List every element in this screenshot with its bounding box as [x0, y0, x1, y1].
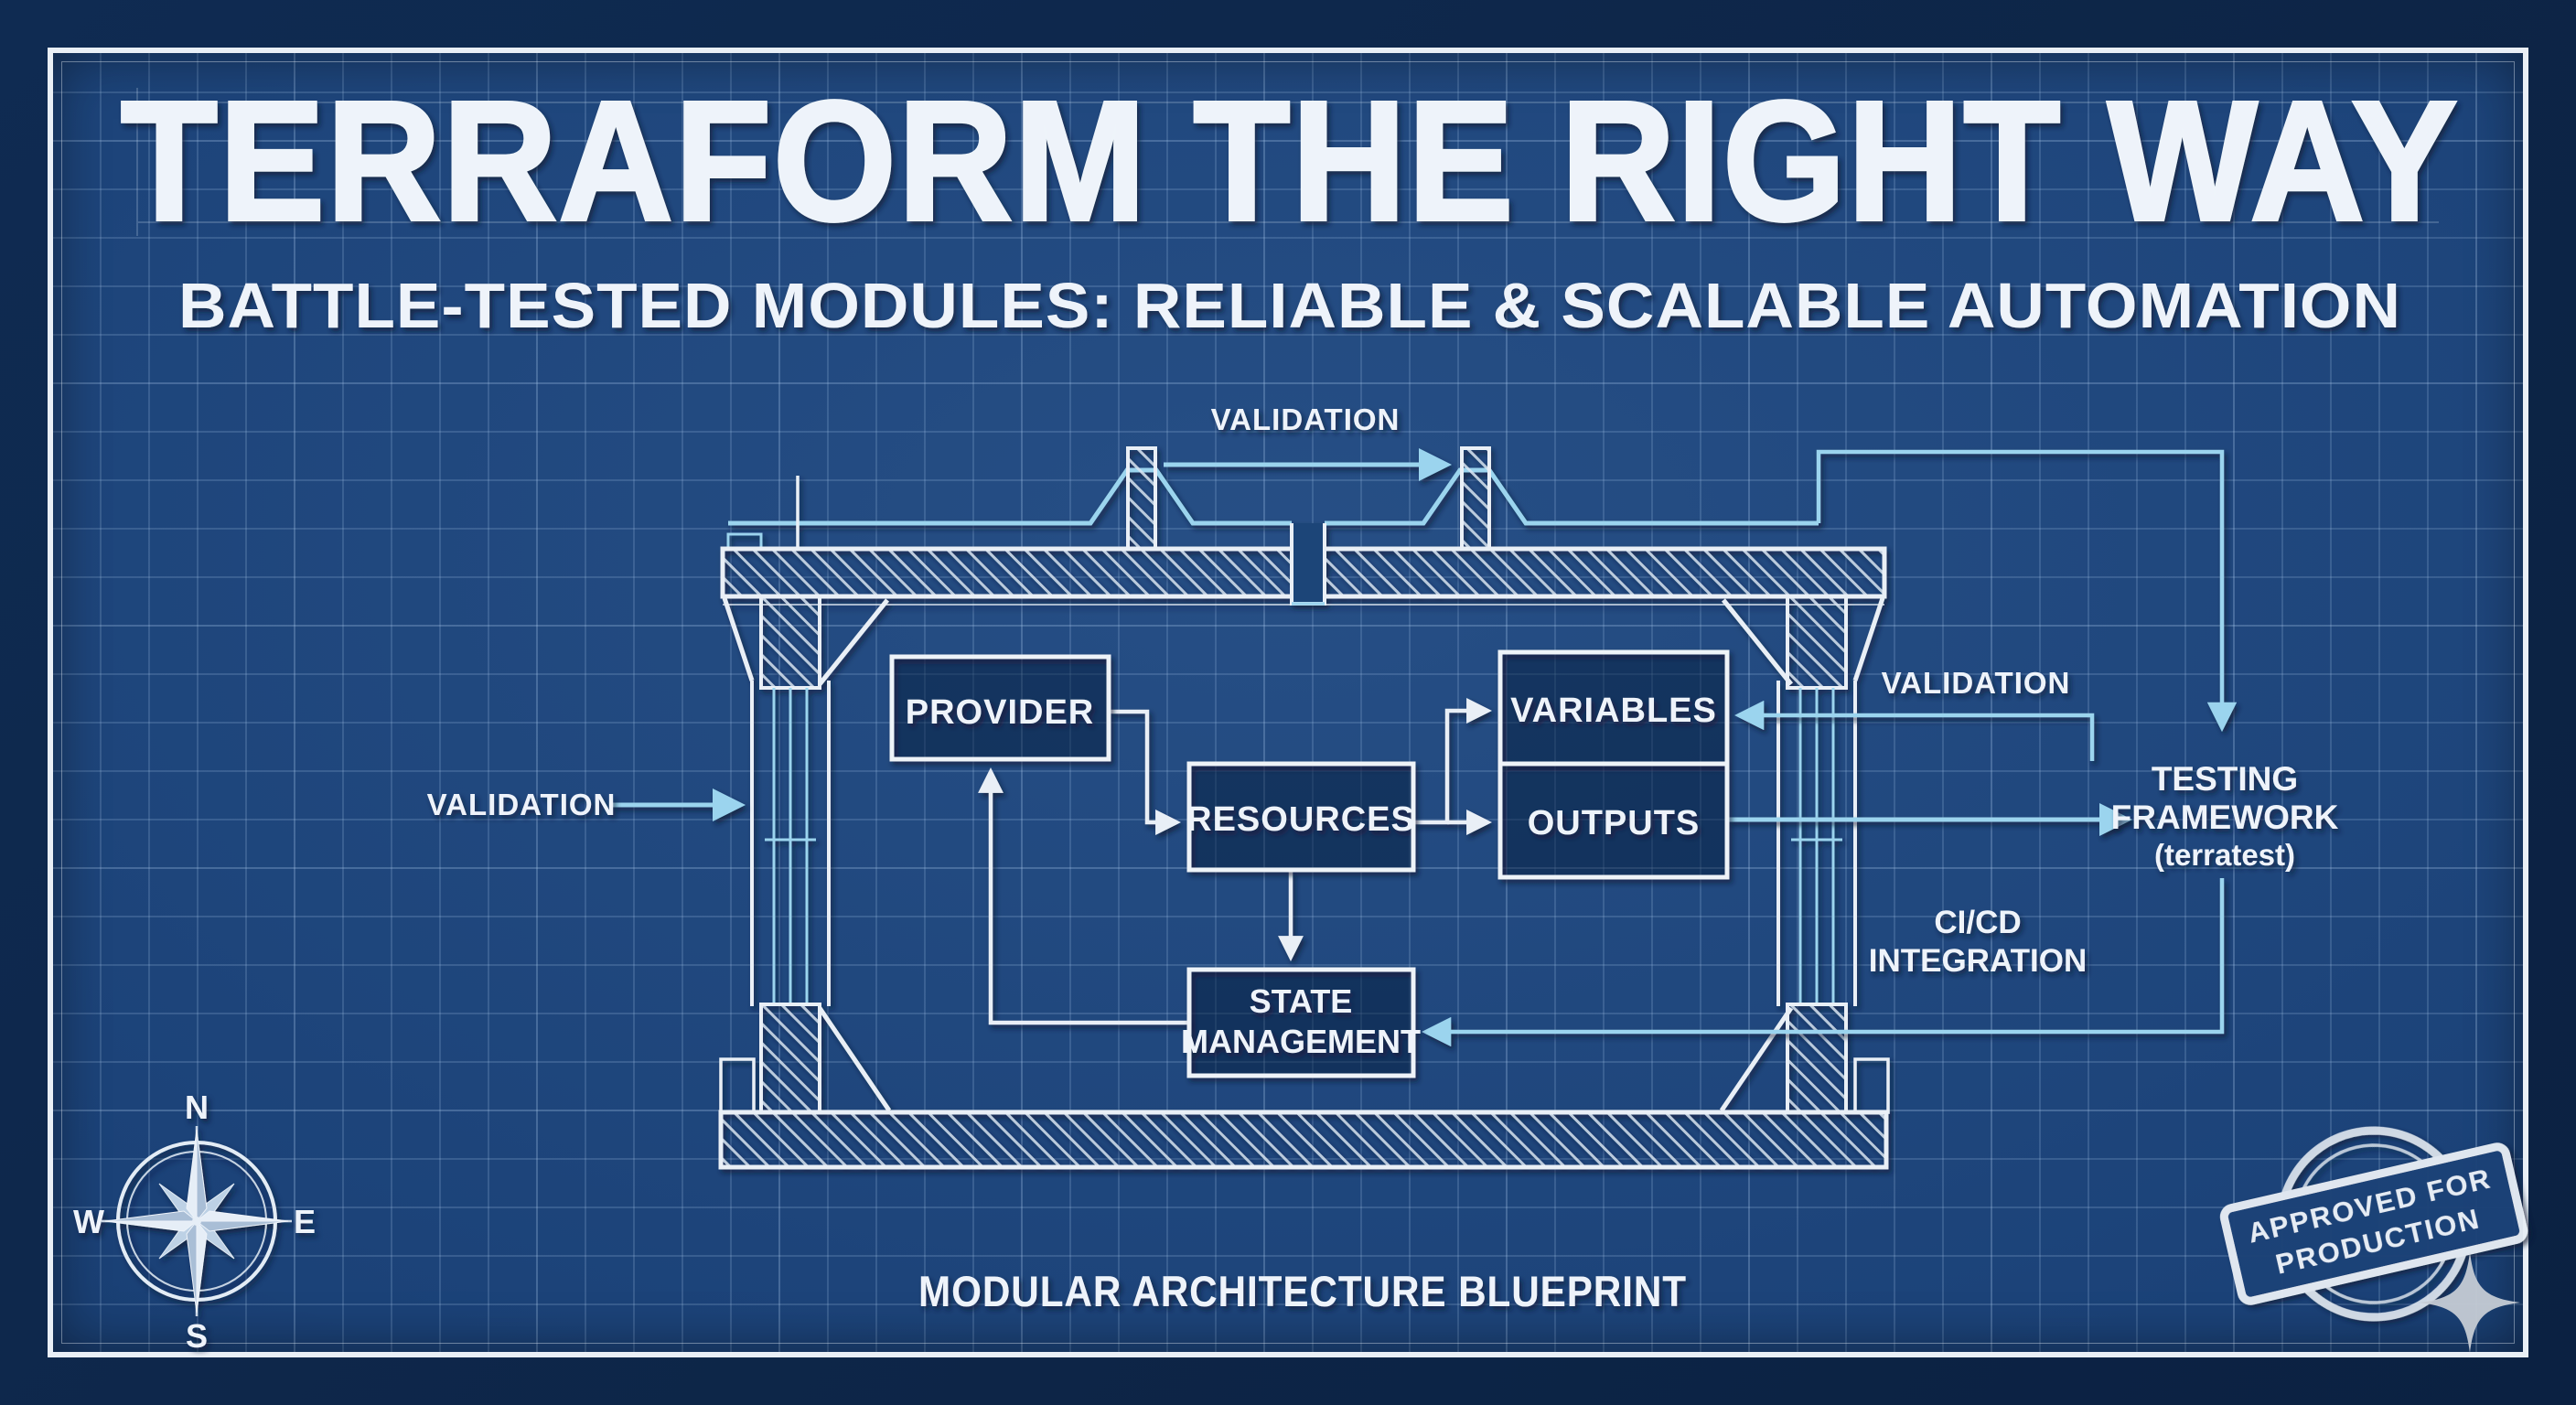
- suspension-cable: [726, 467, 1819, 549]
- foundation-beam: [718, 1110, 1889, 1170]
- pier-left: [719, 595, 892, 1114]
- resources-label: RESOURCES: [1186, 800, 1415, 839]
- arrow-provider-to-resources: [1109, 709, 1181, 835]
- arrow-cicd-return: [1421, 878, 2225, 1047]
- page-title: TERRAFORM THE RIGHT WAY: [121, 67, 2459, 256]
- testing-feed-line: [1816, 449, 2238, 733]
- arrow-resources-to-variables: [1413, 698, 1492, 825]
- pier-right: [1719, 595, 1890, 1114]
- state-management-box: [1186, 967, 1416, 1078]
- variables-box: [1497, 649, 1730, 767]
- compass-main-points: [104, 1129, 289, 1314]
- testing-framework-line1: TESTING: [2152, 760, 2298, 798]
- validation-connectors: [611, 448, 2225, 1047]
- module-boxes: PROVIDER RESOURCES VARIABLES OUTPUTS STA…: [889, 649, 1730, 1078]
- outputs-label: OUTPUTS: [1528, 804, 1701, 842]
- arrow-state-to-provider: [978, 767, 1189, 1025]
- diagram-labels: VALIDATION VALIDATION VALIDATION TESTING…: [427, 402, 2339, 1315]
- state-label-line2: MANAGEMENT: [1181, 1023, 1421, 1060]
- variables-label: VARIABLES: [1510, 692, 1717, 730]
- resources-box: [1186, 761, 1416, 873]
- flow-connectors: [978, 698, 1492, 1025]
- validation-top-label: VALIDATION: [1211, 402, 1401, 436]
- provider-box: [889, 654, 1111, 762]
- deck-center-pendant: [1290, 523, 1326, 606]
- outputs-box: [1497, 761, 1730, 880]
- testing-framework-line2: FRAMEWORK: [2111, 799, 2339, 836]
- provider-label: PROVIDER: [906, 693, 1094, 732]
- bridge-structure: [718, 446, 2238, 1170]
- footer-caption: MODULAR ARCHITECTURE BLUEPRINT: [918, 1267, 1687, 1315]
- cicd-label-line2: INTEGRATION: [1869, 943, 2088, 979]
- testing-framework-line3: (terratest): [2154, 838, 2295, 872]
- sparkle-watermark-icon: [2420, 1252, 2520, 1353]
- compass-north-label: N: [185, 1089, 209, 1126]
- deck-tower-right: [1460, 446, 1491, 551]
- state-label-line1: STATE: [1250, 982, 1353, 1020]
- arrow-validation-right: [1733, 700, 2095, 761]
- compass-east-label: E: [294, 1203, 316, 1240]
- cicd-label-line1: CI/CD: [1934, 905, 2021, 940]
- validation-left-label: VALIDATION: [427, 788, 617, 821]
- deck-tower-left: [1126, 446, 1157, 551]
- compass-diagonal-points: [158, 1183, 235, 1260]
- compass-rose: N S W E: [73, 1089, 316, 1355]
- blueprint-grid-panel: [48, 48, 2528, 1357]
- compass-west-label: W: [73, 1203, 104, 1240]
- validation-right-label: VALIDATION: [1882, 666, 2071, 700]
- page-subtitle: BATTLE-TESTED MODULES: RELIABLE & SCALAB…: [178, 270, 2401, 341]
- title-guide-lines: [136, 88, 2439, 236]
- compass-south-label: S: [186, 1317, 208, 1355]
